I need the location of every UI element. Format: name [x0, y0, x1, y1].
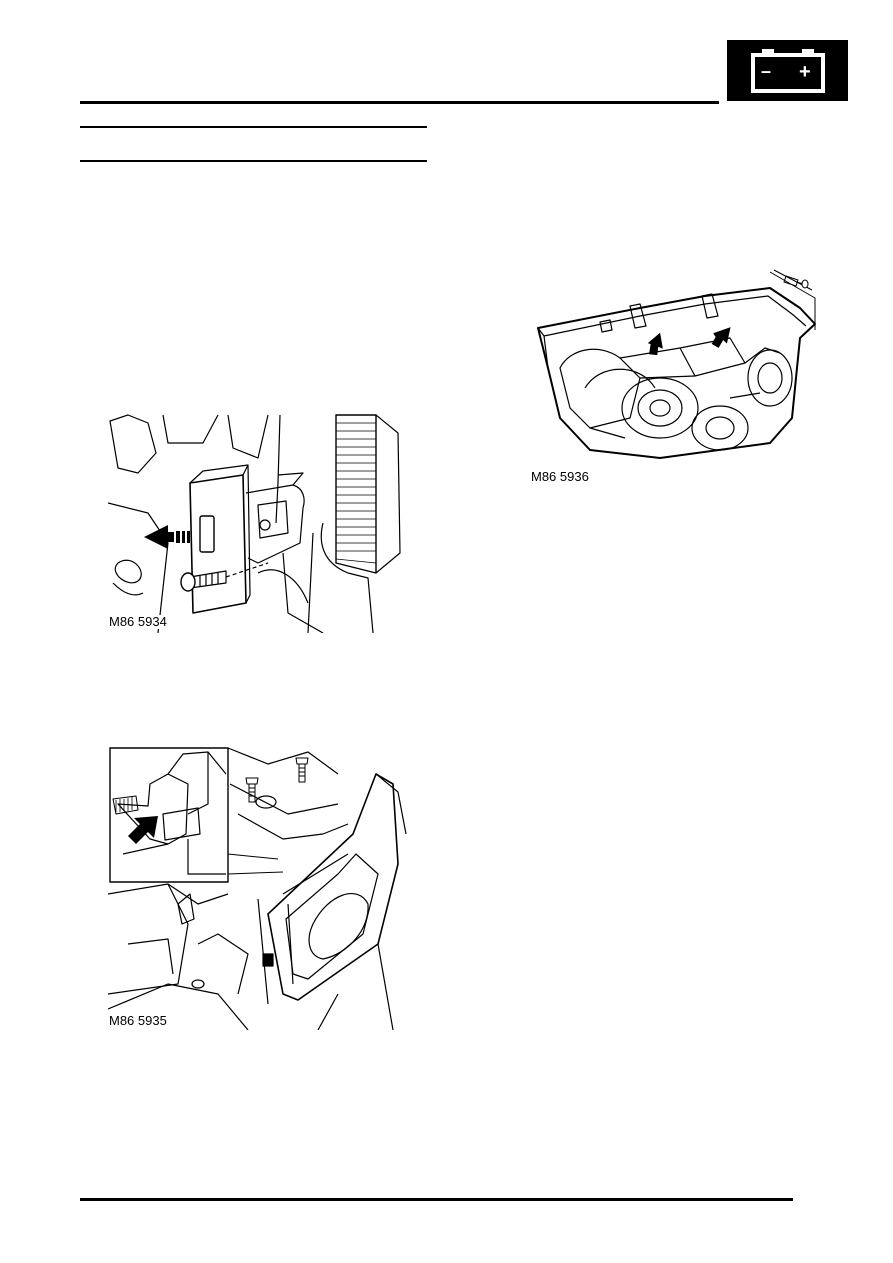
- section-tab: – +: [727, 40, 848, 101]
- figure-m86-5934: M86 5934: [108, 413, 408, 633]
- title-rule-top: [80, 126, 427, 128]
- battery-icon: – +: [751, 49, 825, 93]
- header-rule: [80, 101, 719, 104]
- arrow-left-icon: [144, 525, 190, 549]
- figure-caption: M86 5935: [108, 1013, 169, 1028]
- footer-rule: [80, 1198, 793, 1201]
- figure-caption: M86 5934: [108, 614, 169, 629]
- figure-m86-5936: M86 5936: [530, 268, 820, 488]
- battery-minus-label: –: [761, 61, 771, 81]
- figure-m86-5935: M86 5935: [108, 744, 408, 1030]
- figure-caption: M86 5936: [530, 469, 591, 484]
- arrow-up-icon: [647, 327, 731, 356]
- title-rule-bottom: [80, 160, 427, 162]
- arrow-up-right-icon: [128, 816, 158, 844]
- battery-plus-label: +: [799, 61, 811, 83]
